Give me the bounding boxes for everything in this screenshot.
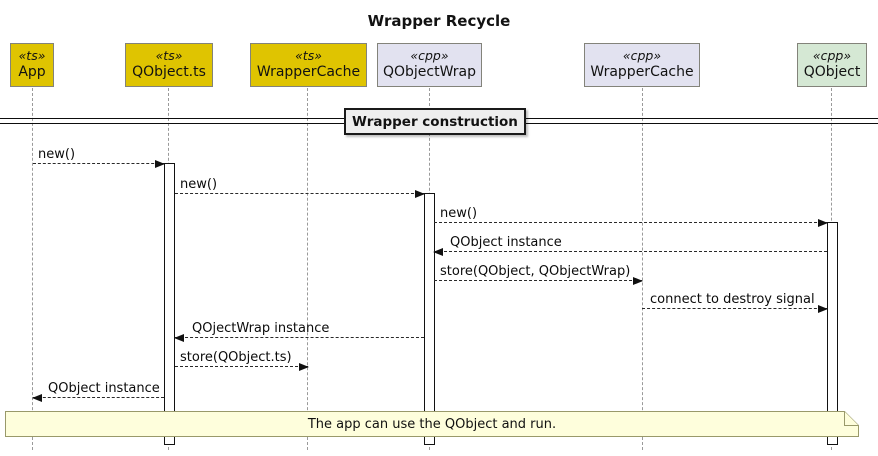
divider-label-box: Wrapper construction [344,108,526,135]
stereotype-label: «ts» [295,48,322,64]
message-label: connect to destroy signal [650,292,815,307]
message-label: QObject instance [450,235,562,250]
arrowhead-left-icon [32,394,42,402]
message-connect-destroy-signal: connect to destroy signal [642,292,828,313]
participant-name: WrapperCache [256,64,361,81]
message-qobject-instance-return: QObject instance [433,235,827,256]
message-label: new() [38,147,76,162]
stereotype-label: «cpp» [622,48,662,64]
participant-wrappercache-cpp: «cpp» WrapperCache [584,43,700,87]
activation-qobject-ts [164,163,175,445]
arrowhead-right-icon [155,160,165,168]
lifeline-app [32,88,33,450]
participant-qobject-ts: «ts» QObject.ts [125,43,213,87]
message-label: new() [180,177,218,192]
divider-label: Wrapper construction [352,113,518,130]
message-qobject-instance-to-app: QObject instance [32,381,164,402]
participant-name: WrapperCache [590,64,694,81]
stereotype-label: «ts» [18,48,46,64]
activation-qobject-cpp [827,222,838,445]
participant-name: QObject [803,64,861,81]
lifeline-wrappercache-ts [307,88,308,450]
message-label: new() [440,206,478,221]
message-label: store(QObject, QObjectWrap) [440,264,631,279]
stereotype-label: «cpp» [812,48,852,64]
participant-qobject-cpp: «cpp» QObject [797,43,867,87]
diagram-title: Wrapper Recycle [367,12,511,30]
message-store-qobjectts: store(QObject.ts) [175,350,309,371]
arrowhead-right-icon [415,190,425,198]
message-store-qobject-qobjectwrap: store(QObject, QObjectWrap) [434,264,643,285]
stereotype-label: «ts» [155,48,183,64]
participant-name: QObjectWrap [382,64,477,81]
note: The app can use the QObject and run. [5,411,859,437]
note-text: The app can use the QObject and run. [307,416,557,432]
arrowhead-left-icon [433,248,443,256]
arrowhead-right-icon [633,277,643,285]
message-new-qobjectts-to-qobjectwrap: new() [175,177,425,198]
activation-qobjectwrap [424,193,435,445]
arrowhead-right-icon [818,219,828,227]
arrowhead-right-icon [299,363,309,371]
message-label: QOjectWrap instance [192,321,330,336]
message-new-app-to-qobjectts: new() [33,147,165,168]
stereotype-label: «cpp» [410,48,449,64]
participant-qobjectwrap: «cpp» QObjectWrap [377,43,482,87]
lifeline-wrappercache-cpp [642,88,643,450]
message-label: QObject instance [48,381,160,396]
note-shape [5,411,859,437]
message-new-qobjectwrap-to-qobject: new() [434,206,828,227]
participant-name: App [18,64,46,81]
arrowhead-left-icon [174,334,184,342]
message-qojectwrap-instance-return: QOjectWrap instance [174,321,424,342]
participant-wrappercache-ts: «ts» WrapperCache [250,43,367,87]
participant-name: QObject.ts [132,64,206,81]
message-label: store(QObject.ts) [180,350,292,365]
arrowhead-right-icon [818,305,828,313]
participant-app: «ts» App [10,43,54,87]
